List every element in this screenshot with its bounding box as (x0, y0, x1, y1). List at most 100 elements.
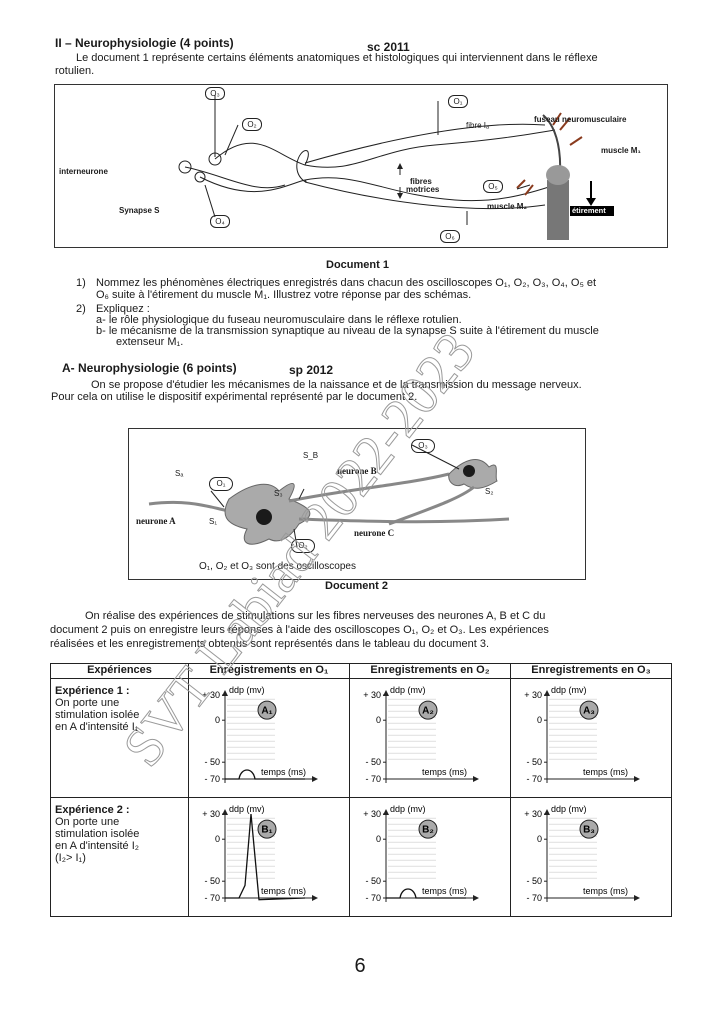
y-tick-label: + 30 (363, 809, 381, 819)
experiment-line: en A d'intensité I₁ (55, 721, 139, 733)
question-item: a- le rôle physiologique du fuseau neuro… (96, 314, 462, 326)
y-tick-label: - 50 (365, 876, 381, 886)
label-neurone-a: neurone A (136, 516, 176, 526)
label-fibres: fibres (410, 177, 432, 186)
experiment-description: Expérience 2 : On porte une stimulation … (50, 797, 189, 917)
y-tick-label: 0 (215, 834, 220, 844)
y-tick-label: - 70 (365, 893, 381, 903)
stimulator-sa: Sₐ (175, 469, 184, 478)
y-tick-label: - 70 (365, 774, 381, 784)
stimulator-sb: S_B (303, 451, 319, 460)
recording-label: B₁ (261, 825, 272, 836)
recording-label-badge (257, 700, 277, 720)
label-s1: S₁ (209, 517, 218, 526)
header-o3: Enregistrements en O₃ (510, 663, 672, 679)
oscilloscope-o5: O₅ (483, 180, 503, 193)
y-tick-label: - 50 (204, 757, 220, 767)
y-tick-label: - 70 (204, 893, 220, 903)
label-fibre-ia: fibre Iₐ (466, 121, 489, 130)
y-axis-label: ddp (mv) (229, 804, 265, 814)
document-1-caption: Document 1 (326, 259, 389, 271)
oscilloscope-o2: O₂ (242, 118, 262, 131)
experiment-line: en A d'intensité I₂ (55, 840, 140, 852)
section-title: A- Neurophysiologie (6 points) (62, 361, 237, 375)
table-header-row: Expériences Enregistrements en O₁ Enregi… (50, 663, 672, 679)
y-axis-label: ddp (mv) (390, 685, 426, 695)
document-2-caption: Document 2 (325, 580, 388, 592)
table-row: Expérience 1 : On porte une stimulation … (50, 678, 672, 798)
label-interneurone: interneurone (59, 167, 108, 176)
y-tick-label: 0 (537, 715, 542, 725)
recording-label: A₁ (261, 706, 272, 717)
y-tick-label: + 30 (524, 809, 542, 819)
experiment-title: Expérience 1 : (55, 685, 130, 697)
intro-line: Le document 1 représente certains élémen… (76, 52, 598, 64)
signal-curve (386, 888, 466, 899)
y-tick-label: - 70 (204, 774, 220, 784)
intro-line: On se propose d'étudier les mécanismes d… (91, 379, 582, 391)
label-fuseau: fuseau neuromusculaire (534, 115, 627, 124)
recording-label-badge (579, 700, 599, 720)
document-2-figure: O₁ O₂ O₃ Sₐ S_B S₁ S₂ S₃ neurone A neuro… (128, 428, 586, 580)
question-number: 2) (76, 303, 86, 315)
recording-label: B₂ (422, 825, 434, 836)
y-tick-label: + 30 (363, 690, 381, 700)
interneurone-body (178, 160, 192, 174)
intro-line: Pour cela on utilise le dispositif expér… (51, 391, 418, 403)
recording-label: B₃ (583, 825, 595, 836)
y-axis-label: ddp (mv) (551, 804, 587, 814)
y-tick-label: - 50 (204, 876, 220, 886)
y-tick-label: - 70 (526, 893, 542, 903)
intro-line: rotulien. (55, 65, 95, 77)
x-axis-arrow (473, 895, 479, 901)
label-muscle-m1: muscle M₁ (601, 146, 641, 155)
label-s3: S₃ (274, 489, 283, 498)
y-axis-label: ddp (mv) (390, 804, 426, 814)
y-tick-label: - 50 (526, 757, 542, 767)
x-axis-arrow (473, 776, 479, 782)
recording-label-badge (418, 819, 438, 839)
reflex-diagram (178, 95, 614, 240)
y-tick-label: 0 (376, 834, 381, 844)
y-tick-label: 0 (376, 715, 381, 725)
y-tick-label: 0 (215, 715, 220, 725)
question-item: b- le mécanisme de la transmission synap… (96, 325, 599, 337)
label-muscle-m2: muscle M₂ (487, 202, 528, 211)
header-o2: Enregistrements en O₂ (349, 663, 511, 679)
y-tick-label: + 30 (202, 809, 220, 819)
paragraph-line: On réalise des expériences de stimulatio… (85, 610, 546, 622)
signal-curve (225, 813, 306, 901)
etirement-box (570, 206, 614, 216)
oscilloscope-o2: O₂ (291, 539, 315, 553)
label-motrices: motrices (406, 185, 440, 194)
label-neurone-c: neurone C (354, 528, 395, 538)
label-s2: S₂ (485, 487, 494, 496)
x-axis-label: temps (ms) (583, 767, 628, 777)
session-label: sc 2011 (367, 40, 410, 54)
oscillogram: ddp (mv) temps (ms) + 30 0 - 50 - 70 B₁ (202, 804, 318, 903)
neuron-setup-diagram (148, 444, 510, 548)
y-axis-label: ddp (mv) (229, 685, 265, 695)
recording-label: A₂ (422, 706, 434, 717)
oscilloscope-o4: O₄ (210, 215, 230, 228)
recording-label: A₃ (583, 706, 595, 717)
experiment-line: On porte une (55, 816, 120, 828)
experiment-description: Expérience 1 : On porte une stimulation … (50, 678, 189, 798)
y-tick-label: - 50 (526, 876, 542, 886)
x-axis-label: temps (ms) (261, 767, 306, 777)
label-neurone-b: neurone B (337, 466, 377, 476)
oscilloscope-o6: O₆ (440, 230, 460, 243)
experiment-line: stimulation isolée (55, 828, 140, 840)
y-tick-label: - 50 (365, 757, 381, 767)
x-axis-label: temps (ms) (261, 886, 306, 896)
x-axis-label: temps (ms) (422, 767, 467, 777)
question-number: 1) (76, 277, 86, 289)
label-etirement: étirement (572, 206, 606, 215)
y-tick-label: + 30 (524, 690, 542, 700)
